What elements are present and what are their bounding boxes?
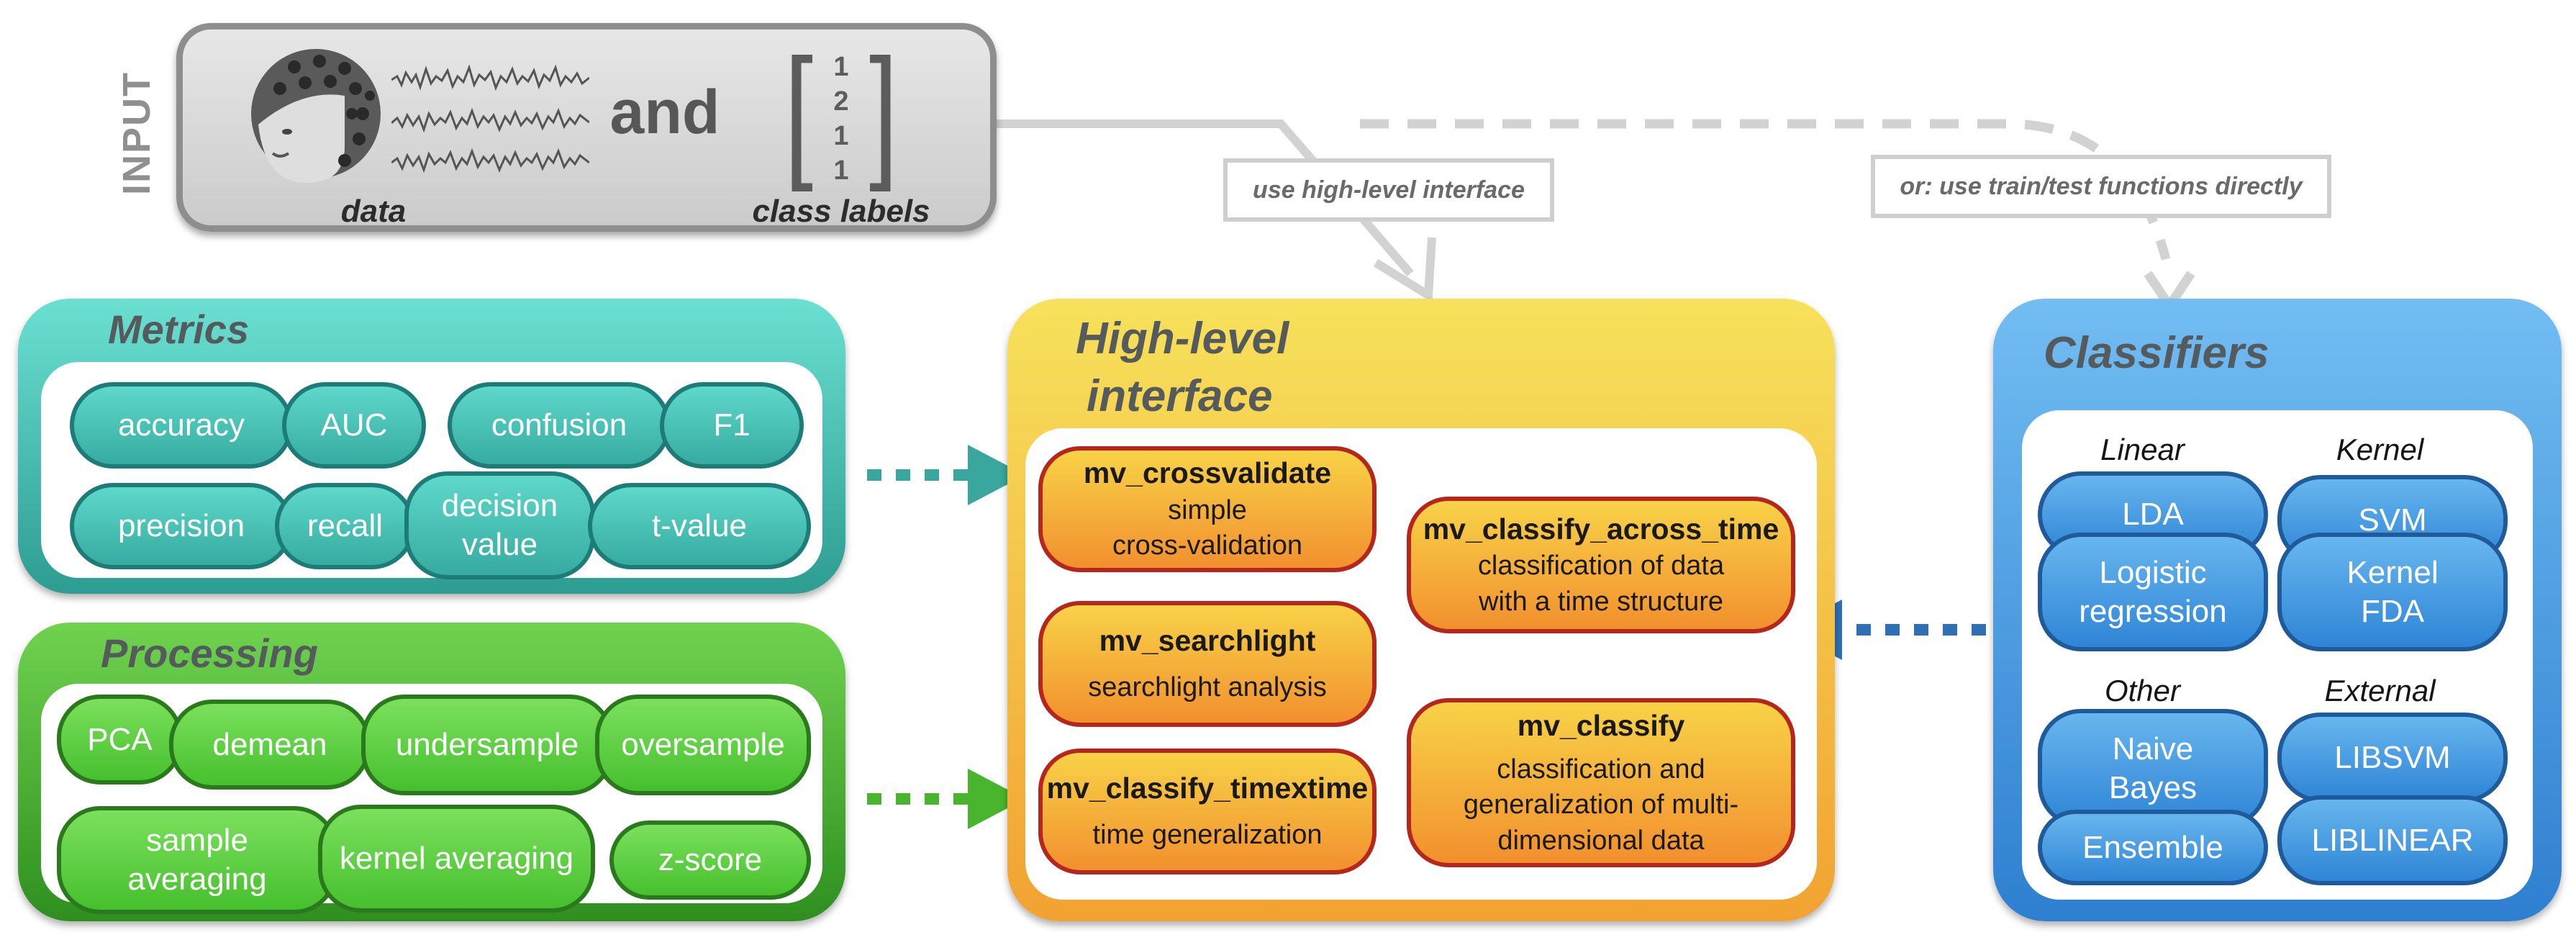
processing-title: Processing xyxy=(101,630,318,676)
processing-demean: demean xyxy=(169,700,371,790)
metric-auc: AUC xyxy=(282,382,426,469)
category-other: Other xyxy=(2104,674,2181,707)
high-level-title-line1: High-level xyxy=(1076,314,1289,363)
function-desc: classification of data xyxy=(1477,551,1725,582)
function-desc: classification and xyxy=(1497,754,1705,785)
connector-direct xyxy=(1360,119,2171,261)
connector-high-level-arrowhead xyxy=(1373,237,1436,303)
category-kernel: Kernel xyxy=(2336,433,2424,466)
classifier-liblinear: LIBLINEAR xyxy=(2277,795,2508,885)
classifier-libsvm: LIBSVM xyxy=(2277,713,2508,802)
function-desc: generalization of multi- xyxy=(1463,790,1739,820)
processing-sample-averaging: sample averaging xyxy=(57,806,337,914)
metric-decision-value: decision value xyxy=(404,471,595,579)
function-desc: searchlight analysis xyxy=(1088,672,1327,703)
label-value-3: 1 xyxy=(833,120,849,151)
input-box: and data class labels 1 2 1 1 xyxy=(176,23,997,232)
label-value-2: 2 xyxy=(833,86,849,117)
metric-accuracy: accuracy xyxy=(70,382,293,469)
processing-kernel-averaging: kernel averaging xyxy=(318,805,595,913)
category-external: External xyxy=(2324,674,2436,707)
high-level-group: High-level interface mv_crossvalidate si… xyxy=(1007,299,1835,921)
metrics-group: Metrics accuracy AUC confusion F1 precis… xyxy=(18,299,845,594)
label-value-4: 1 xyxy=(833,155,849,186)
eeg-signal-icon xyxy=(391,64,589,173)
category-linear: Linear xyxy=(2100,433,2185,466)
and-text: and xyxy=(609,77,720,147)
high-level-panel: mv_crossvalidate simple cross-validation… xyxy=(1025,428,1817,900)
classifier-kernel-fda: Kernel FDA xyxy=(2277,533,2508,651)
classifier-logistic-regression: Logistic regression xyxy=(2038,533,2268,651)
processing-panel: PCA demean undersample oversample sample… xyxy=(41,684,822,914)
metrics-title: Metrics xyxy=(108,307,250,352)
metrics-panel: accuracy AUC confusion F1 precision reca… xyxy=(41,362,822,579)
function-desc: cross-validation xyxy=(1112,530,1302,561)
metric-precision: precision xyxy=(70,483,293,569)
function-mv-classify-across-time: mv_classify_across_time classification o… xyxy=(1407,497,1795,633)
class-labels-caption: class labels xyxy=(752,193,930,229)
classifiers-title: Classifiers xyxy=(2044,328,2269,378)
processing-group: Processing PCA demean undersample oversa… xyxy=(18,623,845,921)
metric-confusion: confusion xyxy=(448,382,671,469)
classifier-ensemble: Ensemble xyxy=(2038,810,2268,885)
function-mv-searchlight: mv_searchlight searchlight analysis xyxy=(1038,601,1377,727)
function-name: mv_classify xyxy=(1517,708,1685,742)
eeg-head-icon xyxy=(251,49,381,183)
note-high-level: use high-level interface xyxy=(1223,158,1554,222)
high-level-title-line2: interface xyxy=(1087,371,1273,421)
data-caption: data xyxy=(340,193,407,229)
function-name: mv_classify_timextime xyxy=(1046,772,1369,805)
function-name: mv_searchlight xyxy=(1099,624,1316,658)
function-mv-crossvalidate: mv_crossvalidate simple cross-validation xyxy=(1038,446,1377,572)
processing-undersample: undersample xyxy=(361,695,613,795)
classifiers-group: Classifiers Linear Kernel LDA Logistic r… xyxy=(1993,299,2562,921)
note-direct: or: use train/test functions directly xyxy=(1871,155,2331,218)
function-mv-classify: mv_classify classification and generaliz… xyxy=(1407,698,1795,867)
processing-pca: PCA xyxy=(57,695,183,785)
function-name: mv_classify_across_time xyxy=(1423,512,1779,546)
function-name: mv_crossvalidate xyxy=(1083,456,1332,490)
connector-high-level xyxy=(997,119,1414,276)
function-desc: dimensional data xyxy=(1497,825,1705,856)
processing-oversample: oversample xyxy=(595,695,811,795)
function-desc: time generalization xyxy=(1092,820,1323,851)
metrics-arrowhead xyxy=(968,445,1025,505)
metric-recall: recall xyxy=(275,483,415,569)
metric-t-value: t-value xyxy=(588,483,811,569)
function-desc: with a time structure xyxy=(1479,586,1723,617)
function-desc: simple xyxy=(1168,494,1247,525)
label-value-1: 1 xyxy=(833,51,849,82)
function-mv-classify-timextime: mv_classify_timextime time generalizatio… xyxy=(1038,749,1377,874)
metric-f1: F1 xyxy=(660,382,804,469)
processing-arrowhead xyxy=(968,769,1025,829)
classifiers-panel: Linear Kernel LDA Logistic regression SV… xyxy=(2022,410,2533,900)
label-vector-brackets xyxy=(792,55,891,191)
processing-z-score: z-score xyxy=(609,820,811,900)
